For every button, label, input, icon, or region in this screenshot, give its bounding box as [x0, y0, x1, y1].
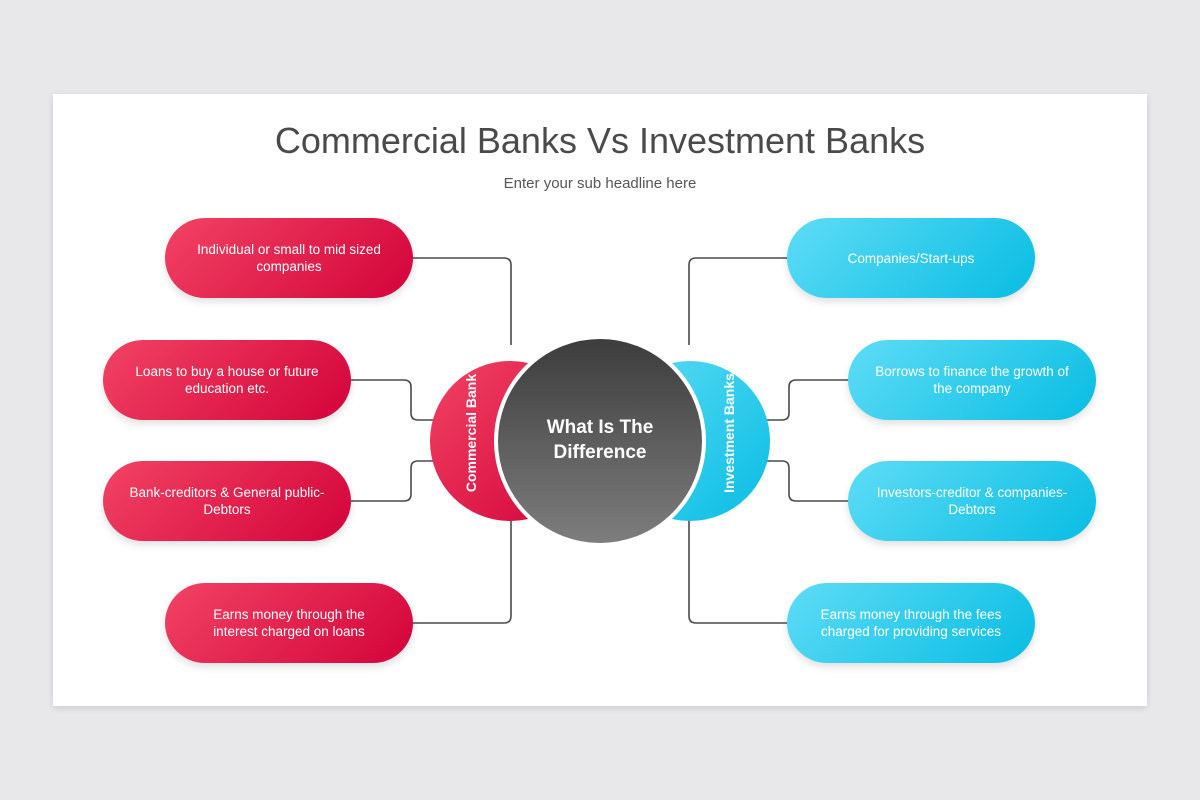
page-subtitle: Enter your sub headline here	[503, 175, 697, 192]
connector-right-3	[767, 460, 850, 502]
investment-item-4: Earns money through the fees charged for…	[787, 583, 1035, 663]
commercial-item-2: Loans to buy a house or future education…	[103, 340, 351, 420]
connector-right-2	[767, 379, 850, 421]
investment-item-2: Borrows to finance the growth of the com…	[848, 340, 1096, 420]
center-circle	[494, 335, 706, 547]
connector-left-3	[350, 460, 433, 502]
investment-item-1: Companies/Start-ups	[787, 218, 1035, 298]
commercial-item-3: Bank-creditors & General public-Debtors	[103, 461, 351, 541]
connector-left-4	[412, 520, 512, 624]
commercial-item-4: Earns money through the interest charged…	[165, 583, 413, 663]
page-title: Commercial Banks Vs Investment Banks	[274, 120, 926, 161]
connector-right-4	[688, 520, 788, 624]
connector-left-2	[350, 379, 433, 421]
center-label: What Is The Difference	[546, 417, 654, 463]
connector-right-1	[688, 257, 788, 345]
connector-left-1	[412, 257, 512, 345]
commercial-item-1: Individual or small to mid sized compani…	[165, 218, 413, 298]
commercial-bank-label: Commercial Bank	[463, 373, 479, 493]
investment-bank-label: Investment Banks	[721, 373, 737, 493]
investment-item-3: Investors-creditor & companies-Debtors	[848, 461, 1096, 541]
